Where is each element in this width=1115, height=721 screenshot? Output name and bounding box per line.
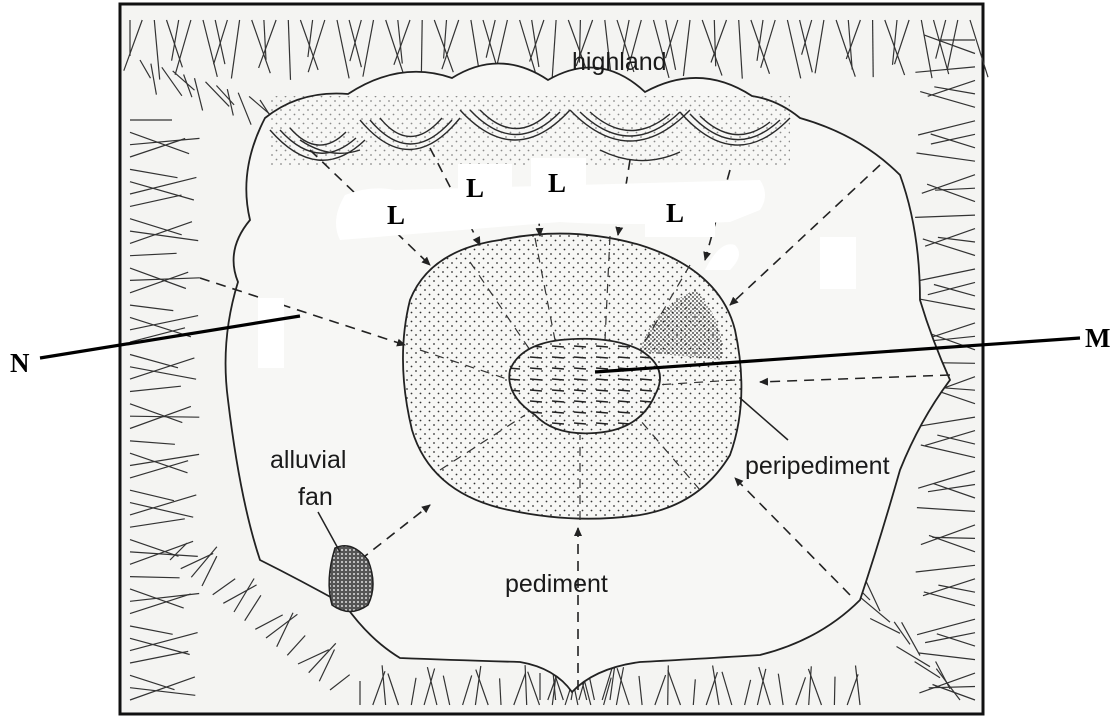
label-N: N: [10, 348, 30, 378]
label-peripediment: peripediment: [745, 452, 890, 480]
label-L4: L: [666, 198, 684, 228]
label-highland: highland: [572, 48, 667, 76]
label-L1: L: [387, 200, 405, 230]
label-fan: fan: [298, 483, 333, 511]
label-pediment: pediment: [505, 570, 608, 598]
label-L3: L: [548, 168, 566, 198]
label-M: M: [1085, 323, 1110, 353]
label-alluvial: alluvial: [270, 446, 346, 474]
label-L2: L: [466, 173, 484, 203]
landslide-texture: [270, 96, 790, 166]
